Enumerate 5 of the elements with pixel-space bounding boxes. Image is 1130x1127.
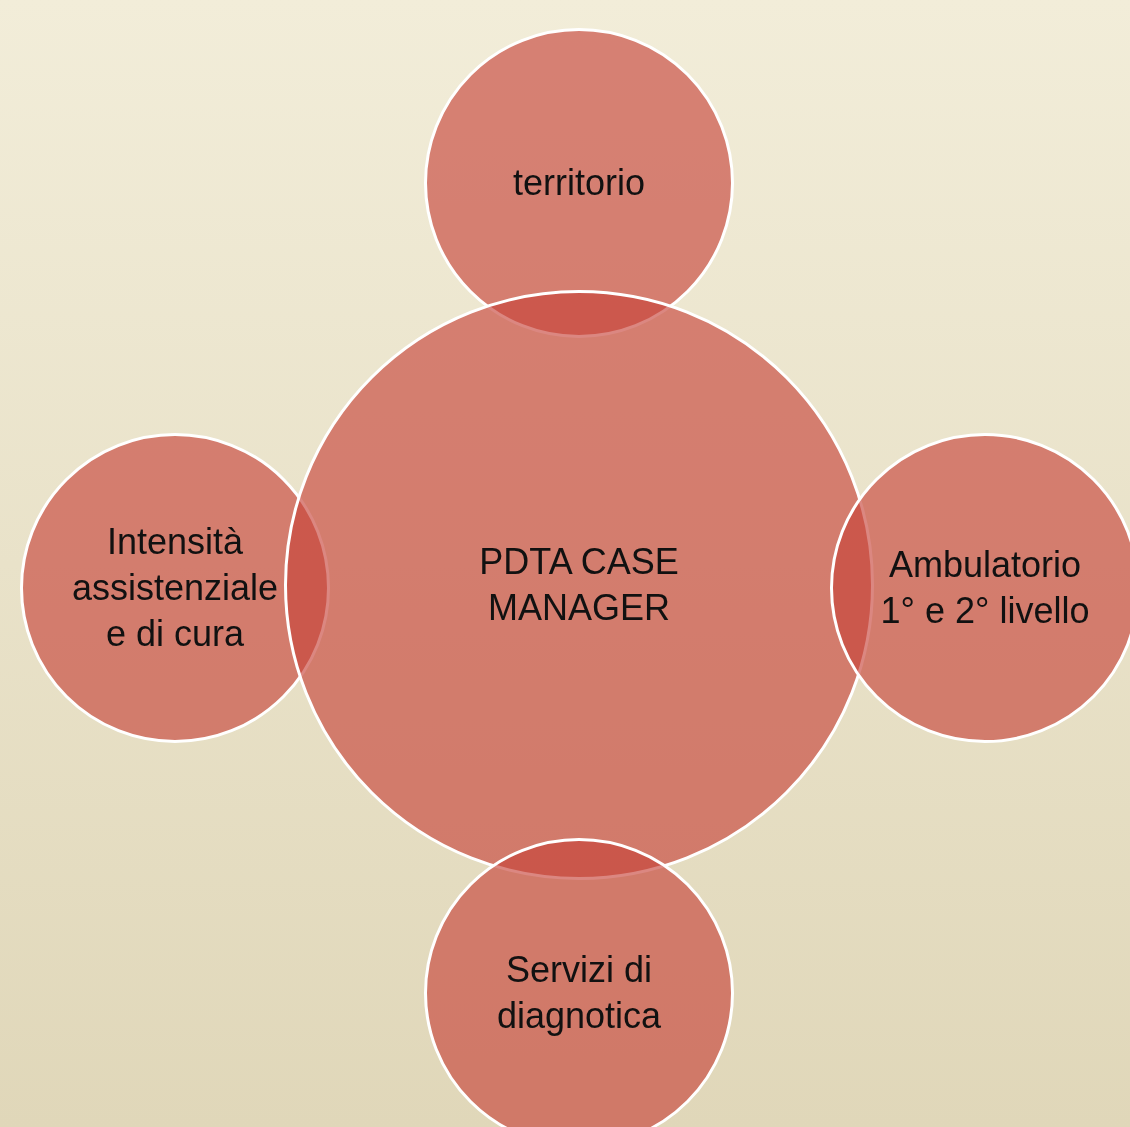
circle-label: territorio [513,161,645,205]
circle-label: Intensità assistenziale e di cura [70,520,280,656]
circle-label: PDTA CASE MANAGER [478,540,680,630]
circle-label: Servizi di diagnotica [495,948,663,1038]
circle-label: Ambulatorio 1° e 2° livello [880,543,1090,633]
